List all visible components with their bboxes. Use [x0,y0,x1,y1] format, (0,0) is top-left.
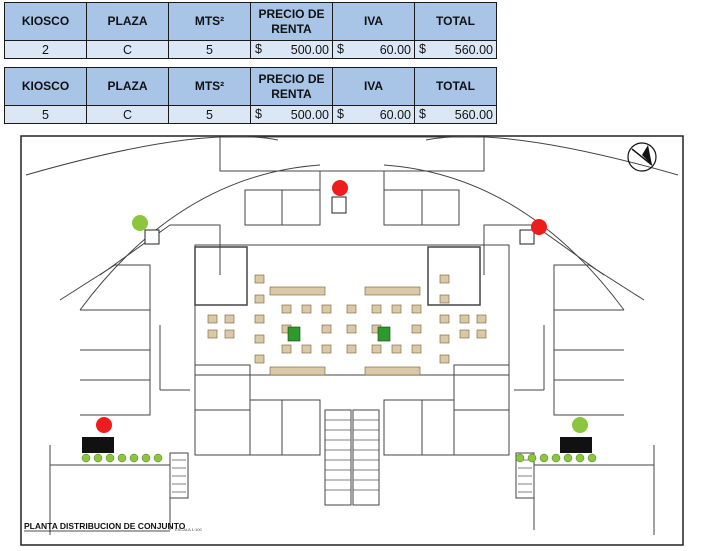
kiosk-block [82,437,114,453]
currency-sign: $ [255,42,262,56]
table-row: 5 C 5 $500.00 $60.00 $560.00 [4,105,497,124]
cell-plaza: C [86,105,169,124]
amount: 500.00 [290,42,329,57]
table-header-row: KIOSCO PLAZA MTS² PRECIO DE RENTA IVA TO… [4,67,497,106]
floor-plan: PLANTA DISTRIBUCION DE CONJUNTO ESCALA 1… [20,135,684,546]
col-header-total: TOTAL [414,2,497,41]
cell-iva: $60.00 [332,40,415,59]
kiosk-block [560,437,592,453]
amount: 560.00 [454,107,493,122]
cell-mts: 5 [168,105,251,124]
amount: 560.00 [454,42,493,57]
col-header-iva: IVA [332,67,415,106]
cell-total: $560.00 [414,105,497,124]
col-header-kiosco: KIOSCO [4,2,87,41]
floor-plan-drawing: PLANTA DISTRIBUCION DE CONJUNTO ESCALA 1… [20,135,684,546]
cell-mts: 5 [168,40,251,59]
currency-sign: $ [337,42,344,56]
cell-kiosco: 5 [4,105,87,124]
kiosk-table-2: KIOSCO PLAZA MTS² PRECIO DE RENTA IVA TO… [4,67,497,124]
occupied-marker [332,180,348,196]
currency-sign: $ [255,107,262,121]
amount: 60.00 [379,107,411,122]
col-header-mts: MTS² [168,2,251,41]
occupied-marker [96,417,112,433]
occupied-marker [531,219,547,235]
col-header-precio: PRECIO DE RENTA [250,2,333,41]
available-marker [572,417,588,433]
col-header-precio: PRECIO DE RENTA [250,67,333,106]
col-header-iva: IVA [332,2,415,41]
col-header-kiosco: KIOSCO [4,67,87,106]
kiosk-table-1: KIOSCO PLAZA MTS² PRECIO DE RENTA IVA TO… [4,2,497,59]
cell-total: $560.00 [414,40,497,59]
table-row: 2 C 5 $500.00 $60.00 $560.00 [4,40,497,59]
cell-plaza: C [86,40,169,59]
col-header-mts: MTS² [168,67,251,106]
col-header-plaza: PLAZA [86,2,169,41]
cell-kiosco: 2 [4,40,87,59]
col-header-plaza: PLAZA [86,67,169,106]
plan-title: PLANTA DISTRIBUCION DE CONJUNTO [24,521,186,531]
table-header-row: KIOSCO PLAZA MTS² PRECIO DE RENTA IVA TO… [4,2,497,41]
north-arrow-icon [627,142,657,172]
cell-precio: $500.00 [250,105,333,124]
amount: 60.00 [379,42,411,57]
currency-sign: $ [419,107,426,121]
cell-precio: $500.00 [250,40,333,59]
plan-scale-note: ESCALA 1:100 [175,527,202,532]
cell-iva: $60.00 [332,105,415,124]
currency-sign: $ [337,107,344,121]
available-marker [132,215,148,231]
amount: 500.00 [290,107,329,122]
currency-sign: $ [419,42,426,56]
col-header-total: TOTAL [414,67,497,106]
